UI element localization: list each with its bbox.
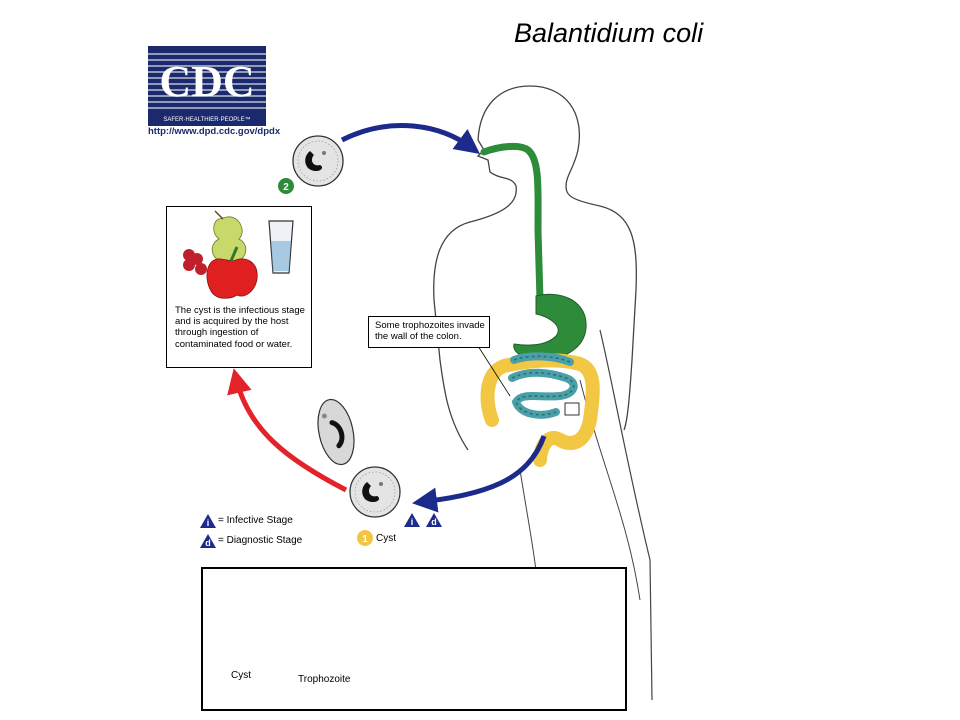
svg-text:i: i [411,517,414,527]
svg-text:i: i [207,518,210,528]
developmental-stages-box [201,567,627,711]
blue-arrow-ingestion [340,123,481,154]
legend-infective-icon [200,514,216,528]
esophagus [480,142,544,304]
trophozoite-environment [317,398,355,466]
stage-trophozoite-label: Trophozoite [298,674,351,685]
infection-description: The cyst is the infectious stage and is … [175,305,305,350]
svg-text:d: d [205,538,211,548]
svg-text:1: 1 [362,534,368,545]
logo-text: CDC [159,57,254,106]
cyst-passed [349,466,401,518]
colon-invasion-text: Some trophozoites invade the wall of the… [375,320,485,343]
step-badge-1: 1 [357,530,373,546]
stomach [513,293,587,361]
infective-diagnostic-badges: i d [404,513,442,527]
food-water-illustration [183,210,294,299]
svg-text:d: d [431,517,437,527]
colon-invasion-note: Some trophozoites invade the wall of the… [368,316,490,348]
step-1-label: Cyst [376,533,396,544]
cdc-url: http://www.dpd.cdc.gov/dpdx [148,126,281,137]
red-arrow-environment [227,368,348,493]
legend-diagnostic-label: = Diagnostic Stage [218,535,303,546]
legend-infective-label: = Infective Stage [218,515,293,526]
colon [480,353,600,467]
infection-source-box: The cyst is the infectious stage and is … [166,206,312,368]
step-badge-2: 2 [278,178,294,194]
cyst-ingested [292,135,344,187]
human-body-outline [477,85,637,431]
blue-arrow-passage [412,435,547,513]
logo-tagline: SAFER·HEALTHIER·PEOPLE™ [163,116,250,123]
legend-diagnostic-icon [200,534,216,548]
cdc-logo: CDC SAFER·HEALTHIER·PEOPLE™ [148,46,266,126]
svg-text:2: 2 [283,182,289,193]
stage-cyst-label: Cyst [231,670,251,681]
diagram-title: Balantidium coli [514,18,704,48]
